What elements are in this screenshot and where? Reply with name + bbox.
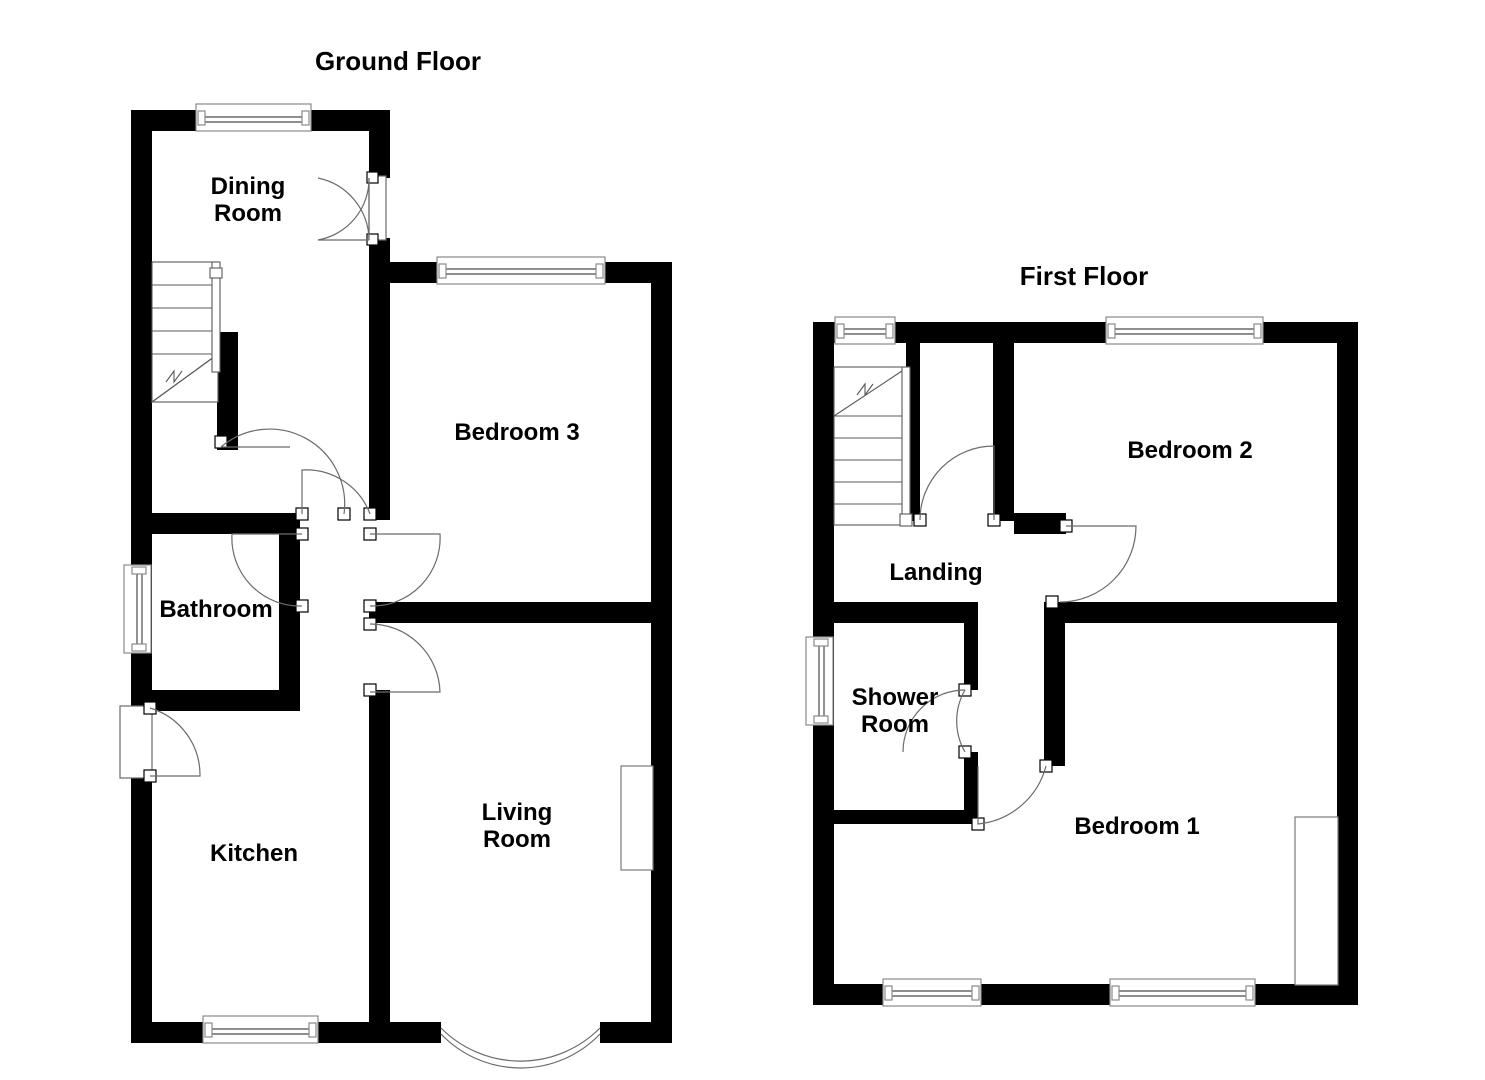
living-room-bay-window — [440, 1027, 601, 1069]
first-floor-title: First Floor — [1020, 261, 1149, 291]
wall-shower-right-lower — [964, 752, 978, 824]
wall-bathroom-top — [152, 513, 300, 534]
door-hall-bathroom — [231, 527, 309, 613]
room-label-landing: Landing — [889, 559, 982, 586]
room-label-living-room-line1: Living — [482, 799, 553, 826]
room-label-bedroom-1: Bedroom 1 — [1074, 813, 1199, 840]
first-floor-windows — [805, 316, 1264, 1007]
wall-living-bottom-left — [349, 1022, 441, 1043]
wall-shower-bottom — [834, 810, 978, 824]
ground-floor-walls — [131, 110, 672, 1043]
room-label-dining-room-line1: Dining — [211, 173, 286, 200]
wall-dining-right-upper — [369, 110, 390, 178]
ground-floor-group — [119, 103, 672, 1069]
ground-floor-title: Ground Floor — [315, 46, 481, 76]
wall-ff-landing-right — [993, 343, 1014, 521]
window-shower-room — [805, 636, 834, 726]
ground-floor-doors — [119, 171, 441, 783]
wall-living-bottom-right — [600, 1022, 672, 1043]
room-label-shower-room-line1: Shower — [852, 684, 939, 711]
window-bathroom — [123, 564, 152, 654]
wall-ff-right — [1337, 322, 1358, 1005]
bedroom-1-chimney-breast — [1294, 816, 1339, 986]
window-bedroom-2 — [1105, 316, 1264, 345]
window-bedroom-3 — [436, 256, 606, 285]
room-label-dining-room-line2: Room — [214, 200, 282, 227]
door-bedroom-2 — [1045, 519, 1137, 609]
first-floor-group — [805, 316, 1358, 1007]
room-label-bathroom: Bathroom — [159, 596, 272, 623]
wall-shower-top — [834, 602, 978, 623]
wall-right-outer — [651, 262, 672, 1043]
door-living-room — [363, 617, 441, 697]
wall-bedroom1-top — [1044, 602, 1337, 623]
window-landing — [834, 316, 896, 345]
room-label-living-room-line2: Room — [483, 826, 551, 853]
staircase-first — [833, 366, 913, 527]
wall-bedroom1-left — [1044, 602, 1065, 766]
floor-titles: Ground Floor First Floor — [315, 46, 1148, 291]
wall-shower-right-upper — [964, 623, 978, 690]
wall-ff-bedroom2-stub — [1014, 513, 1066, 534]
door-hall-stairs — [214, 428, 351, 521]
window-kitchen — [202, 1015, 319, 1044]
room-label-shower-room-line2: Room — [861, 711, 929, 738]
door-landing-stairs — [913, 445, 1001, 527]
wall-bathroom-right — [279, 534, 300, 690]
door-hall-living-upper — [363, 527, 441, 613]
first-floor-room-labels: Bedroom 2 Landing Shower Room Bedroom 1 — [852, 437, 1253, 840]
wall-bedroom3-left — [369, 283, 390, 520]
door-kitchen-external — [119, 701, 201, 783]
ground-floor-room-labels: Dining Room Bedroom 3 Bathroom Kitchen L… — [159, 173, 579, 867]
window-bedroom-1 — [1109, 978, 1256, 1007]
room-label-kitchen: Kitchen — [210, 840, 298, 867]
first-floor-doors — [902, 445, 1137, 831]
door-bedroom-1 — [971, 759, 1053, 831]
window-dining-room — [195, 103, 312, 132]
door-dining-room — [317, 171, 387, 246]
wall-bathroom-bottom — [152, 690, 300, 711]
room-label-bedroom-3: Bedroom 3 — [454, 419, 579, 446]
staircase-ground — [150, 261, 223, 403]
wall-stair-partition — [217, 332, 238, 450]
ground-floor-windows — [123, 103, 606, 1044]
door-hall-bedroom3 — [295, 469, 377, 521]
living-room-chimney-breast — [620, 765, 654, 871]
wall-living-left — [369, 690, 390, 1022]
room-label-bedroom-2: Bedroom 2 — [1127, 437, 1252, 464]
window-shower-room-bottom — [882, 978, 982, 1007]
wall-bedroom3-bottom — [369, 602, 672, 623]
door-shower-room — [902, 683, 972, 759]
